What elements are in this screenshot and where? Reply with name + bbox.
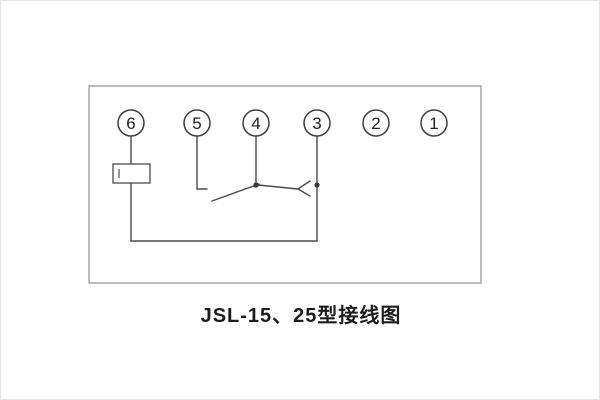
- contact-arrow-lower: [297, 188, 311, 197]
- terminal-5-circle: [183, 109, 211, 137]
- relay-coil-box: [112, 163, 151, 184]
- contact-link: [257, 184, 299, 190]
- terminal-3-circle: [303, 109, 331, 137]
- terminal-2-circle: [362, 109, 390, 137]
- terminal-2-label: 2: [371, 114, 380, 133]
- terminal-1-label: 1: [429, 114, 438, 133]
- terminal-4-circle: [242, 109, 270, 137]
- terminal-5-label: 5: [192, 114, 201, 133]
- terminal-6-circle: [117, 109, 145, 137]
- diagram-caption: JSL-15、25型接线图: [200, 305, 402, 327]
- terminal-4-label: 4: [251, 114, 260, 133]
- contact-blade: [211, 183, 260, 202]
- terminal-3-label: 3: [312, 114, 321, 133]
- terminal-labels: 6 5 4 3 2 1: [126, 114, 438, 133]
- junction-dot-terminal4: [253, 182, 259, 188]
- contact-arrow-upper: [297, 180, 311, 190]
- terminal-6-label: 6: [126, 114, 135, 133]
- terminal-1-circle: [420, 109, 448, 137]
- terminal-circles: [117, 109, 448, 137]
- junction-dot-terminal3: [314, 182, 320, 188]
- wiring-lines: [130, 135, 318, 242]
- diagram-frame: [88, 85, 482, 284]
